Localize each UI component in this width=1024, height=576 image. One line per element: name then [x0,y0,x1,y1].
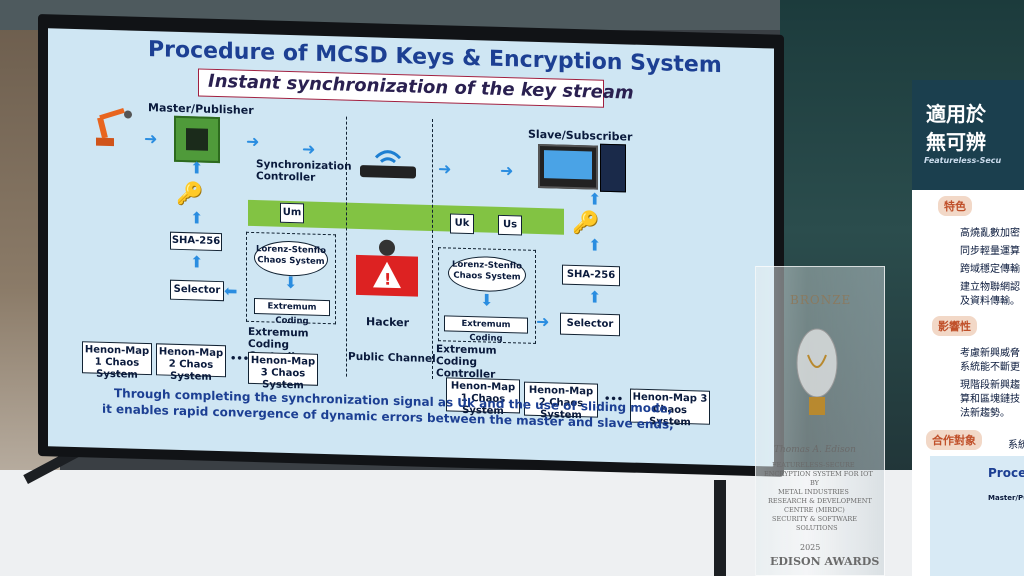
bronze-trophy: BRONZE Thomas A. Edison FEATURELESS-SECU… [755,266,885,576]
trophy-line: CENTRE (MIRDC) [784,506,845,514]
henon-left-1: Henon-Map 1 Chaos System [82,341,152,381]
arrow-up-icon: ⬆ [190,208,204,228]
robot-arm-icon [88,99,138,150]
poster-bullet: 法新趨勢。 [960,408,1010,419]
sha-256-right: SHA-256 [562,264,620,287]
trophy-line: SECURITY & SOFTWARE [772,515,857,523]
us-box: Us [498,214,522,236]
poster-mini-diagram [930,456,1024,576]
henon-left-3: Henon-Map 3 Chaos System [248,351,318,391]
poster-section-impact: 影響性 [932,316,977,336]
henon-left-2: Henon-Map 2 Chaos System [156,343,226,383]
server-icon [600,143,626,193]
arrow-right-icon: ➜ [144,128,158,149]
poster-header: 適用於 無可辨 Featureless-Secu [912,80,1024,190]
arrow-up-icon: ⬆ [190,158,204,178]
key-icon: 🔑 [572,210,600,237]
slave-label: Slave/Subscriber [528,127,633,144]
arrow-down-icon: ⬇ [284,272,298,293]
poster-bullet: 考慮新興威脅 [960,348,1020,359]
poster-section-features: 特色 [938,196,972,216]
hacker-label: Hacker [366,315,410,330]
trophy-line: METAL INDUSTRIES [778,488,849,496]
poster-mini-title: Proce [988,466,1024,480]
poster-bullet: 現階段新興趨 [960,380,1020,391]
trophy-line: SOLUTIONS [796,524,838,532]
poster-section-partners: 合作對象 [926,430,982,450]
light-bulb-icon [794,325,840,425]
poster-heading-2: 無可辨 [926,130,986,154]
arrow-left-icon: ⬅ [224,281,238,301]
poster-heading-1: 適用於 [926,102,986,126]
svg-text:!: ! [384,270,391,289]
poster-bullet: 算和區塊鏈技 [960,394,1020,405]
poster-mini-master: Master/Pub [988,494,1024,502]
arrow-right-icon: ➜ [246,131,260,152]
tv-stand-right [714,480,726,576]
tv-screen: Procedure of MCSD Keys & Encryption Syst… [48,28,774,467]
trophy-line: RESEARCH & DEVELOPMENT [768,497,872,505]
sha-256-left: SHA-256 [170,231,222,252]
chip-icon [174,115,220,164]
trophy-line: ENCRYPTION SYSTEM FOR IOT [764,470,873,478]
sync-controller-label: Synchronization Controller [256,158,352,184]
controller-right-label: Extremum Coding Controller [436,343,497,381]
info-poster: 適用於 無可辨 Featureless-Secu 特色 高燒亂數加密 同步輕量運… [912,80,1024,576]
selector-left: Selector [170,279,224,302]
trophy-line: FEATURELESS-SECURE [772,461,855,469]
poster-bullet: 跨域穩定傳輸 [960,264,1020,275]
selector-right: Selector [560,312,620,337]
router-icon [358,141,418,183]
um-box: Um [280,202,304,224]
arrow-up-icon: ⬆ [190,252,204,272]
monitor-icon [538,143,598,190]
trophy-awards: EDISON AWARDS [770,555,880,568]
poster-bullet: 系統 [1008,440,1024,451]
poster-bullet: 建立物聯網認 [960,282,1020,293]
public-channel-label: Public Channel [348,350,436,366]
hacker-icon: ! [354,237,420,303]
arrow-up-icon: ⬆ [588,235,602,255]
poster-bullet: 系統能不斷更 [960,362,1020,373]
master-label: Master/Publisher [148,101,254,118]
ellipsis-left: ••• [230,353,250,365]
extremum-left: Extremum Coding [254,298,330,327]
trophy-signature: Thomas A. Edison [774,445,856,455]
poster-bullet: 同步輕量運算 [960,246,1020,257]
arrow-up-icon: ⬆ [588,189,602,209]
arrow-right-icon: ➜ [536,311,550,332]
uk-box: Uk [450,213,474,235]
extremum-right: Extremum Coding [444,315,528,344]
television: Procedure of MCSD Keys & Encryption Syst… [38,14,784,477]
arrow-right-icon: ➜ [500,160,514,181]
arrow-right-icon: ➜ [438,159,452,179]
poster-bullet: 及資料傳輸。 [960,296,1020,307]
trophy-line: BY [810,479,819,487]
key-icon: 🔑 [176,181,204,208]
divider-right [432,119,433,380]
poster-bullet: 高燒亂數加密 [960,228,1020,239]
divider-left [346,116,347,377]
poster-heading-sub: Featureless-Secu [924,156,1002,165]
arrow-down-icon: ⬇ [480,290,494,310]
arrow-up-icon: ⬆ [588,287,602,307]
arrow-right-icon: ➜ [302,139,316,159]
trophy-label: BRONZE [790,293,852,307]
trophy-year: 2025 [800,543,821,552]
